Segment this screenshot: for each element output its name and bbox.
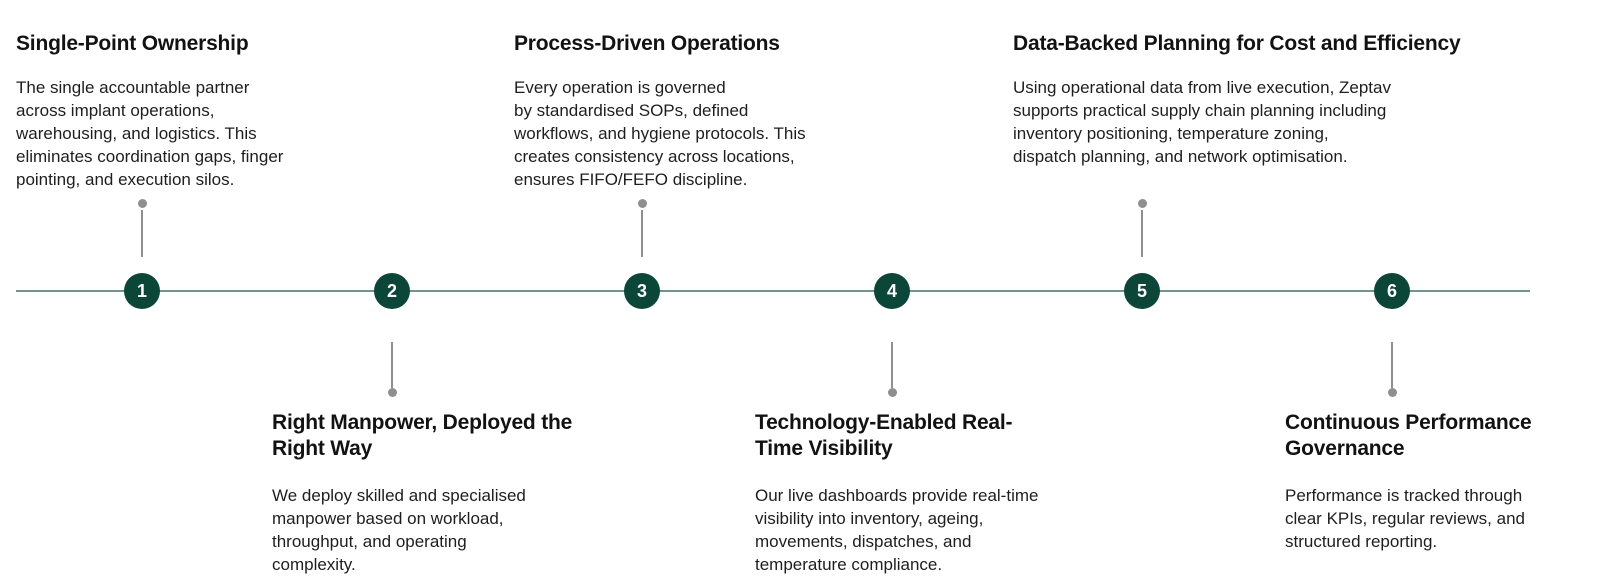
timeline-node-4: 4 xyxy=(874,273,910,309)
connector-stem-1 xyxy=(141,210,143,257)
connector-stem-3 xyxy=(641,210,643,257)
timeline-node-3: 3 xyxy=(624,273,660,309)
feature-block-2: Right Manpower, Deployed the Right Way W… xyxy=(272,410,632,576)
timeline-node-1: 1 xyxy=(124,273,160,309)
feature-block-3: Process-Driven Operations Every operatio… xyxy=(514,30,894,191)
feature-block-1: Single-Point Ownership The single accoun… xyxy=(16,30,376,191)
connector-dot-4 xyxy=(887,388,897,397)
feature-title: Continuous Performance Governance xyxy=(1285,411,1532,460)
node-number: 4 xyxy=(886,281,897,301)
timeline-node-6: 6 xyxy=(1374,273,1410,309)
node-number: 1 xyxy=(136,281,147,301)
feature-description: We deploy skilled and specialised manpow… xyxy=(272,486,526,574)
feature-description: Using operational data from live executi… xyxy=(1013,78,1391,166)
connector-stem-6 xyxy=(1391,342,1393,388)
feature-block-5: Data-Backed Planning for Cost and Effici… xyxy=(1013,30,1493,168)
feature-block-6: Continuous Performance Governance Perfor… xyxy=(1285,410,1600,553)
connector-dot-1 xyxy=(137,199,147,208)
feature-title: Right Manpower, Deployed the Right Way xyxy=(272,411,573,460)
connector-dot-2 xyxy=(387,388,397,397)
timeline-node-5: 5 xyxy=(1124,273,1160,309)
feature-block-4: Technology-Enabled Real- Time Visibility… xyxy=(755,410,1125,576)
feature-description: Every operation is governed by standardi… xyxy=(514,78,806,189)
feature-description: Our live dashboards provide real-time vi… xyxy=(755,486,1039,574)
feature-description: Performance is tracked through clear KPI… xyxy=(1285,486,1525,551)
feature-title: Data-Backed Planning for Cost and Effici… xyxy=(1013,32,1461,55)
feature-title: Technology-Enabled Real- Time Visibility xyxy=(755,411,1013,460)
connector-stem-5 xyxy=(1141,210,1143,257)
timeline-node-2: 2 xyxy=(374,273,410,309)
connector-dot-3 xyxy=(637,199,647,208)
connector-stem-4 xyxy=(891,342,893,388)
feature-title: Process-Driven Operations xyxy=(514,32,780,55)
node-number: 5 xyxy=(1136,281,1147,301)
connector-dot-5 xyxy=(1137,199,1147,208)
feature-title: Single-Point Ownership xyxy=(16,32,249,55)
node-number: 6 xyxy=(1386,281,1397,301)
timeline-axis-line xyxy=(16,290,1530,292)
connector-dot-6 xyxy=(1387,388,1397,397)
feature-description: The single accountable partner across im… xyxy=(16,78,284,189)
node-number: 3 xyxy=(636,281,647,301)
connector-stem-2 xyxy=(391,342,393,388)
node-number: 2 xyxy=(386,281,397,301)
